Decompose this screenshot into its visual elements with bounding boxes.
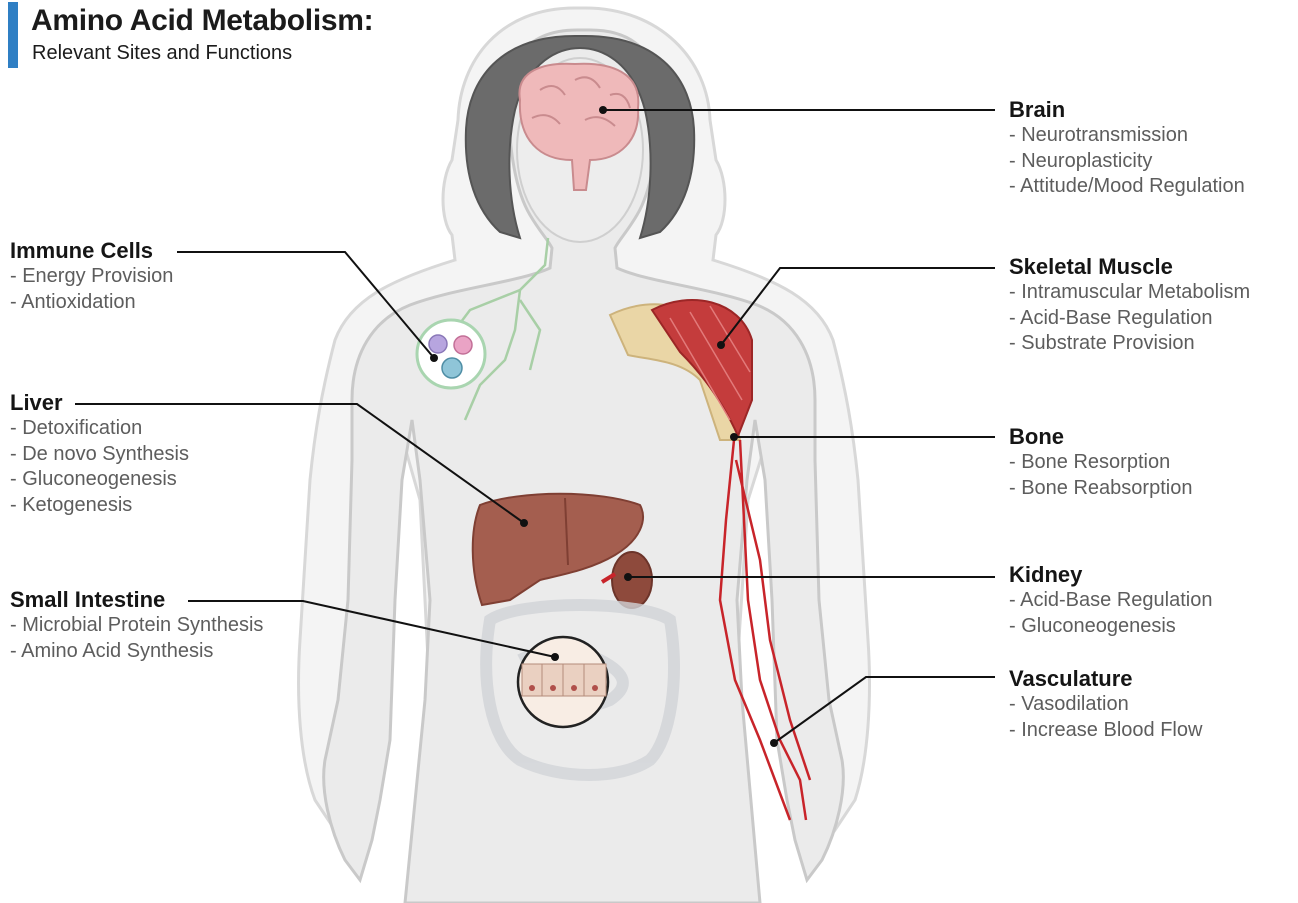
skeletal-muscle-item: - Substrate Provision	[1009, 331, 1250, 357]
small-intestine-item: - Amino Acid Synthesis	[10, 639, 263, 665]
bone-item: - Bone Reabsorption	[1009, 476, 1192, 502]
small-intestine-item: - Microbial Protein Synthesis	[10, 613, 263, 639]
immune-cells-inset	[417, 320, 485, 388]
kidney-label: Kidney - Acid-Base Regulation - Gluconeo…	[1009, 562, 1212, 639]
brain-heading: Brain	[1009, 97, 1245, 123]
immune-cells-heading: Immune Cells	[10, 238, 173, 264]
immune-cells-item: - Antioxidation	[10, 290, 173, 316]
immune-cells-item: - Energy Provision	[10, 264, 173, 290]
vasculature-item: - Increase Blood Flow	[1009, 718, 1202, 744]
small-intestine-heading: Small Intestine	[10, 587, 263, 613]
skeletal-muscle-label: Skeletal Muscle - Intramuscular Metaboli…	[1009, 254, 1250, 357]
vasculature-heading: Vasculature	[1009, 666, 1202, 692]
liver-item: - Detoxification	[10, 416, 189, 442]
bone-label: Bone - Bone Resorption - Bone Reabsorpti…	[1009, 424, 1192, 501]
liver-heading: Liver	[10, 390, 189, 416]
kidney-item: - Gluconeogenesis	[1009, 614, 1212, 640]
brain-item: - Attitude/Mood Regulation	[1009, 174, 1245, 200]
liver-label: Liver - Detoxification - De novo Synthes…	[10, 390, 189, 518]
skeletal-muscle-heading: Skeletal Muscle	[1009, 254, 1250, 280]
kidney-heading: Kidney	[1009, 562, 1212, 588]
small-intestine-inset	[518, 637, 608, 727]
brain-item: - Neurotransmission	[1009, 123, 1245, 149]
bone-item: - Bone Resorption	[1009, 450, 1192, 476]
brain-item: - Neuroplasticity	[1009, 149, 1245, 175]
vasculature-item: - Vasodilation	[1009, 692, 1202, 718]
skeletal-muscle-item: - Intramuscular Metabolism	[1009, 280, 1250, 306]
liver-item: - Ketogenesis	[10, 493, 189, 519]
vasculature-label: Vasculature - Vasodilation - Increase Bl…	[1009, 666, 1202, 743]
liver-item: - De novo Synthesis	[10, 442, 189, 468]
bone-heading: Bone	[1009, 424, 1192, 450]
small-intestine-label: Small Intestine - Microbial Protein Synt…	[10, 587, 263, 664]
skeletal-muscle-item: - Acid-Base Regulation	[1009, 306, 1250, 332]
immune-cells-label: Immune Cells - Energy Provision - Antiox…	[10, 238, 173, 315]
brain-label: Brain - Neurotransmission - Neuroplastic…	[1009, 97, 1245, 200]
kidney-item: - Acid-Base Regulation	[1009, 588, 1212, 614]
liver-item: - Gluconeogenesis	[10, 467, 189, 493]
